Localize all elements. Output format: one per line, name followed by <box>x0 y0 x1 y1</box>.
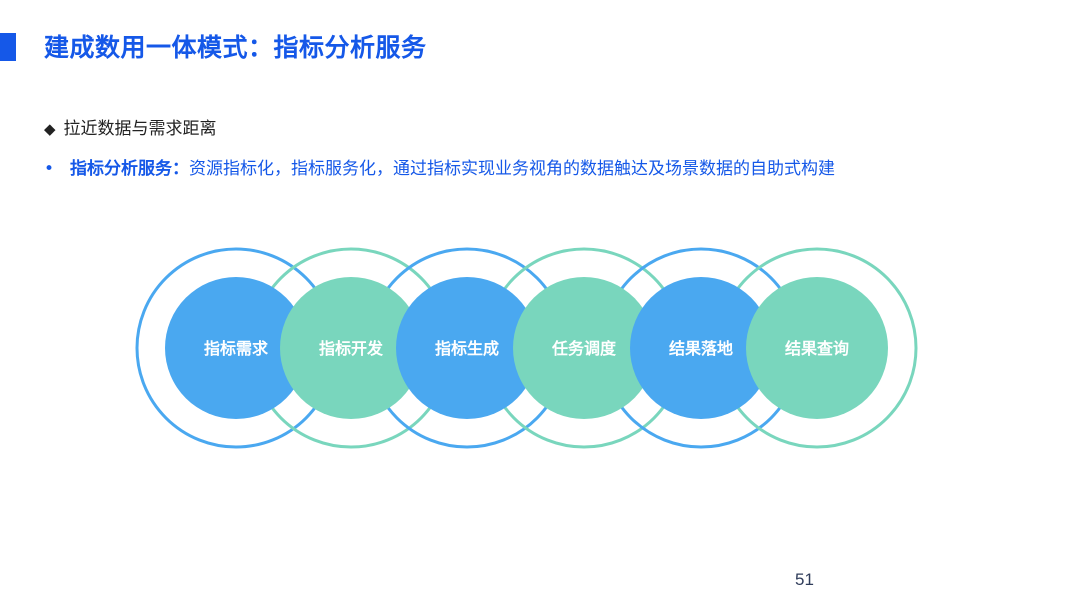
bullet-main: ◆ 拉近数据与需求距离 <box>44 114 217 139</box>
step-circle-5 <box>630 277 772 419</box>
dot-bullet-icon: • <box>44 159 55 179</box>
diamond-bullet-icon: ◆ <box>44 120 56 138</box>
step-circle-6 <box>746 277 888 419</box>
step-circle-1 <box>165 277 307 419</box>
bullet-main-text: 拉近数据与需求距离 <box>63 119 217 139</box>
bullet-sub: • 指标分析服务：资源指标化，指标服务化，通过指标实现业务视角的数据触达及场景数据… <box>44 154 835 179</box>
step-labels: 指标需求 指标开发 指标生成 任务调度 结果落地 结果查询 <box>204 339 849 358</box>
step-circle-3 <box>396 277 538 419</box>
bullet-sub-lead: 指标分析服务： <box>70 159 189 179</box>
title-accent-bar <box>0 33 16 61</box>
step-label-4: 任务调度 <box>551 339 617 358</box>
step-label-3: 指标生成 <box>435 339 499 358</box>
step-label-5: 结果落地 <box>668 339 733 358</box>
slide-title: 建成数用一体模式：指标分析服务 <box>44 33 427 62</box>
step-circle-4 <box>513 277 655 419</box>
step-label-1: 指标需求 <box>204 339 269 358</box>
bullet-sub-text: 资源指标化，指标服务化，通过指标实现业务视角的数据触达及场景数据的自助式构建 <box>189 159 835 179</box>
inner-circles <box>165 277 888 419</box>
step-label-6: 结果查询 <box>784 339 849 358</box>
step-circle-2 <box>280 277 422 419</box>
page-number: 51 <box>795 570 814 589</box>
step-label-2: 指标开发 <box>319 339 384 358</box>
